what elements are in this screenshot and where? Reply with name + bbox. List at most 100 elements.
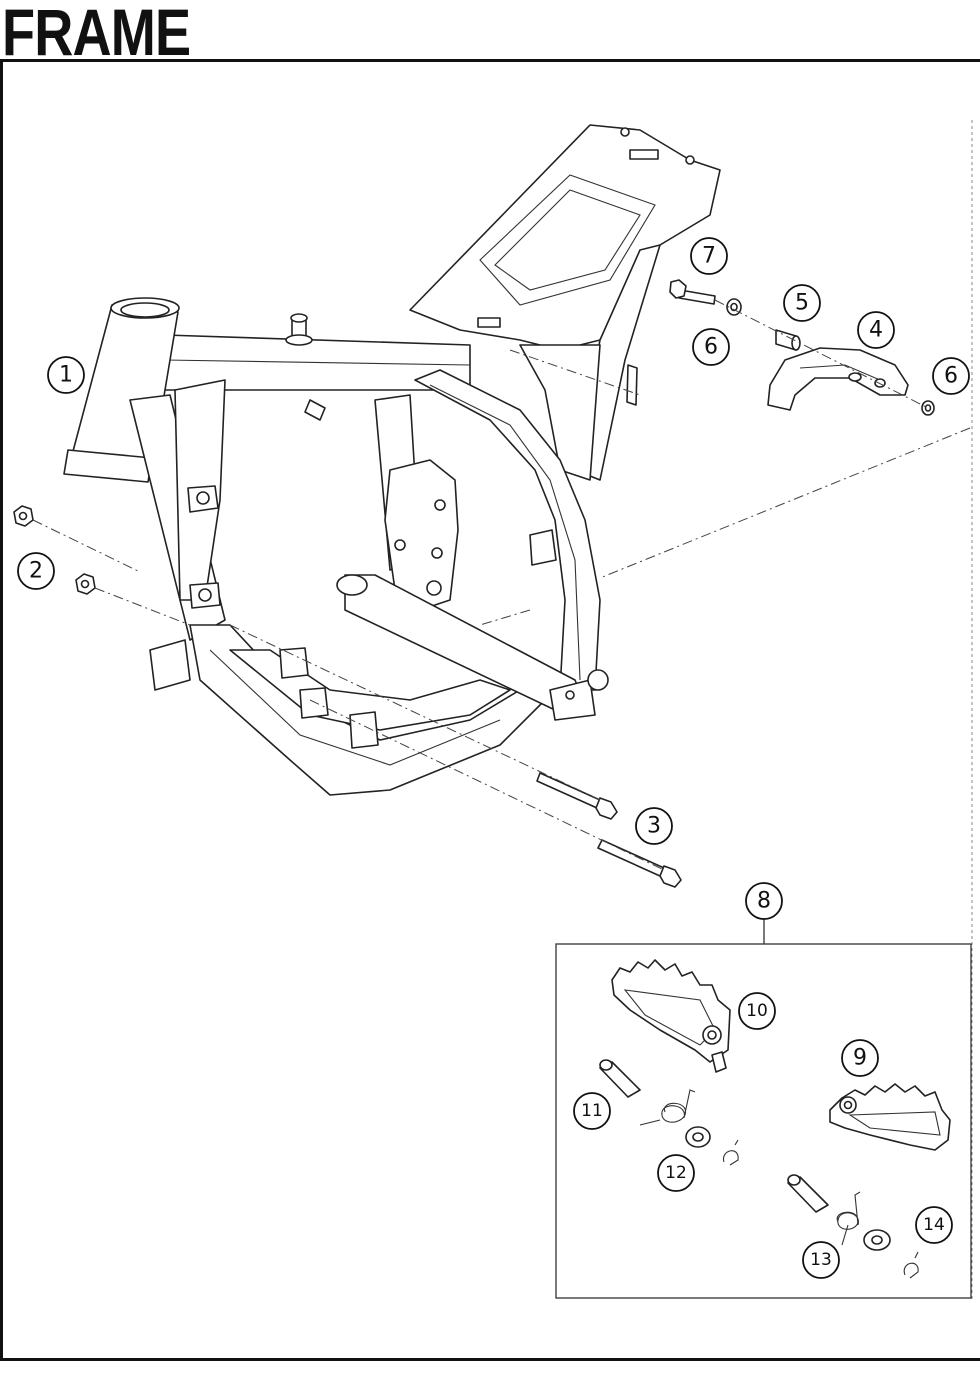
washer-bore (924, 404, 932, 412)
footpeg-spring (639, 1089, 696, 1126)
footpeg-pivot-hole (707, 1030, 717, 1040)
frame-mount-hole (196, 491, 210, 505)
footpeg-left (611, 959, 731, 1063)
callout-5: 5 (783, 284, 821, 322)
bolt-head (659, 865, 682, 888)
footpeg-pivot-hole (843, 1100, 853, 1110)
svg-text:14: 14 (923, 1215, 945, 1235)
svg-text:9: 9 (853, 1046, 867, 1071)
frame-hole (620, 127, 630, 137)
nut-bore (18, 511, 28, 521)
frame-hole (685, 155, 695, 165)
frame-cradle-bracket-2 (299, 687, 329, 719)
brake-pedal (767, 347, 909, 411)
footpeg-right (829, 1083, 951, 1151)
leader-line (599, 427, 971, 579)
svg-text:5: 5 (795, 291, 809, 316)
footpeg-kit-inset (555, 919, 972, 1299)
footpeg-tab (711, 1051, 727, 1073)
cotter-clip (722, 1139, 739, 1166)
frame-plate-cutout (479, 174, 656, 306)
callout-1: 1 (47, 356, 85, 394)
callout-12: 12 (657, 1154, 695, 1192)
callout-3: 3 (635, 807, 673, 845)
svg-text:8: 8 (757, 889, 771, 914)
bolts-part-3 (536, 772, 682, 888)
frame-crosstube-end (336, 574, 368, 596)
pedal-hole (848, 372, 862, 382)
frame-plate-hole (394, 539, 406, 551)
footpeg-right-inner (848, 1111, 941, 1136)
washer-bore (871, 1235, 883, 1245)
frame-pivot-boss (587, 669, 609, 691)
frame-rear-bracket (549, 679, 596, 721)
title-rule (0, 59, 980, 62)
nut-bore (80, 579, 90, 589)
engine-bolt (597, 839, 665, 877)
callout-7: 7 (690, 237, 728, 275)
svg-text:12: 12 (665, 1163, 687, 1183)
frame-plate-hole (426, 580, 442, 596)
callout-9: 9 (841, 1039, 879, 1077)
frame-swingarm-plate (384, 459, 459, 611)
frame-rear-mount (529, 529, 557, 566)
svg-text:13: 13 (810, 1250, 832, 1270)
frame-stub-peg (304, 399, 326, 421)
frame-top-fitting-base (285, 334, 313, 346)
svg-text:10: 10 (746, 1001, 768, 1021)
svg-text:11: 11 (581, 1101, 603, 1121)
svg-text:7: 7 (702, 244, 716, 269)
leader-line (309, 699, 665, 871)
callout-4: 4 (857, 311, 895, 349)
bolt-head (595, 797, 618, 820)
frame-assembly (63, 124, 721, 796)
leader-line (94, 587, 191, 626)
page-title: FRAME (2, 0, 191, 69)
callout-6-right: 6 (932, 357, 970, 395)
frame-head-bore (120, 302, 170, 318)
svg-text:3: 3 (647, 814, 661, 839)
frame-plate-hole (434, 499, 446, 511)
leader-lines (32, 299, 971, 871)
svg-text:2: 2 (29, 559, 43, 584)
callout-13: 13 (802, 1241, 840, 1279)
frame-pivot-hole (565, 690, 575, 700)
frame-cradle-bracket-3 (279, 647, 309, 679)
frame-front-gusset (149, 639, 191, 691)
frame-cradle-bracket (349, 711, 379, 749)
callout-8: 8 (745, 882, 783, 920)
frame-plate-hole (431, 547, 443, 559)
svg-text:6: 6 (944, 364, 958, 389)
frame-plate-slot-2 (477, 317, 501, 328)
frame-rear-plate (409, 124, 721, 351)
washer-bore (730, 302, 738, 312)
svg-text:6: 6 (704, 335, 718, 360)
frame-top-fitting-cap (290, 313, 308, 323)
frame-side-tab (626, 364, 638, 406)
frame-plate-slot (629, 149, 659, 160)
callout-11: 11 (573, 1092, 611, 1130)
leader-line (509, 349, 641, 396)
callout-10: 10 (738, 992, 776, 1030)
frame-head-bottom-ring (63, 449, 153, 483)
callout-2: 2 (17, 552, 55, 590)
pivot-bolt-head (669, 279, 687, 299)
frame-mount-hole (198, 588, 212, 602)
washer-bore (692, 1132, 704, 1142)
leader-line (479, 609, 531, 626)
pin-end (599, 1059, 613, 1071)
leader-line (229, 624, 601, 801)
footpeg-spring (836, 1191, 861, 1246)
frame-plate-inner (494, 189, 641, 291)
left-border (0, 60, 3, 1360)
frame-rear-loop-line (429, 384, 581, 681)
brake-pedal-parts (669, 279, 935, 416)
frame-rear-strut-2 (519, 344, 601, 481)
callout-6-left: 6 (692, 328, 730, 366)
cotter-clip (903, 1251, 919, 1279)
engine-bolt (536, 772, 601, 809)
brake-pedal-edge (799, 364, 881, 381)
frame-cradle-line (209, 649, 501, 766)
svg-text:4: 4 (869, 318, 883, 343)
